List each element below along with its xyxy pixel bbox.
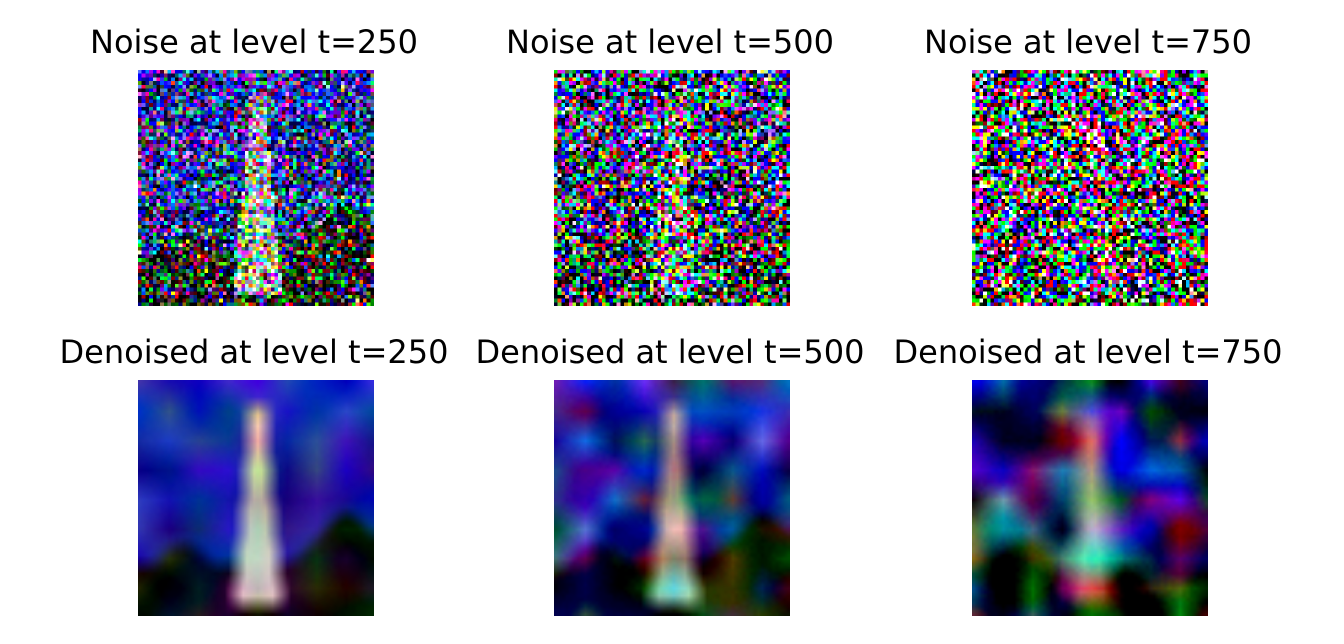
denoised-image-t500 [554, 380, 790, 616]
panel-title: Denoised at level t=750 [893, 333, 1283, 371]
lighthouse-image [138, 70, 374, 306]
panel-title: Noise at level t=750 [924, 23, 1252, 61]
noisy-image-t750 [972, 70, 1208, 306]
noisy-image-t500 [554, 70, 790, 306]
lighthouse-image [554, 380, 790, 616]
denoised-image-t250 [138, 380, 374, 616]
lighthouse-image [138, 380, 374, 616]
denoised-image-t750 [972, 380, 1208, 616]
panel-title: Noise at level t=500 [506, 23, 834, 61]
panel-title: Denoised at level t=500 [475, 333, 865, 371]
noisy-image-t250 [138, 70, 374, 306]
lighthouse-image [972, 380, 1208, 616]
lighthouse-image [554, 70, 790, 306]
lighthouse-image [972, 70, 1208, 306]
panel-title: Denoised at level t=250 [59, 333, 449, 371]
panel-title: Noise at level t=250 [90, 23, 418, 61]
